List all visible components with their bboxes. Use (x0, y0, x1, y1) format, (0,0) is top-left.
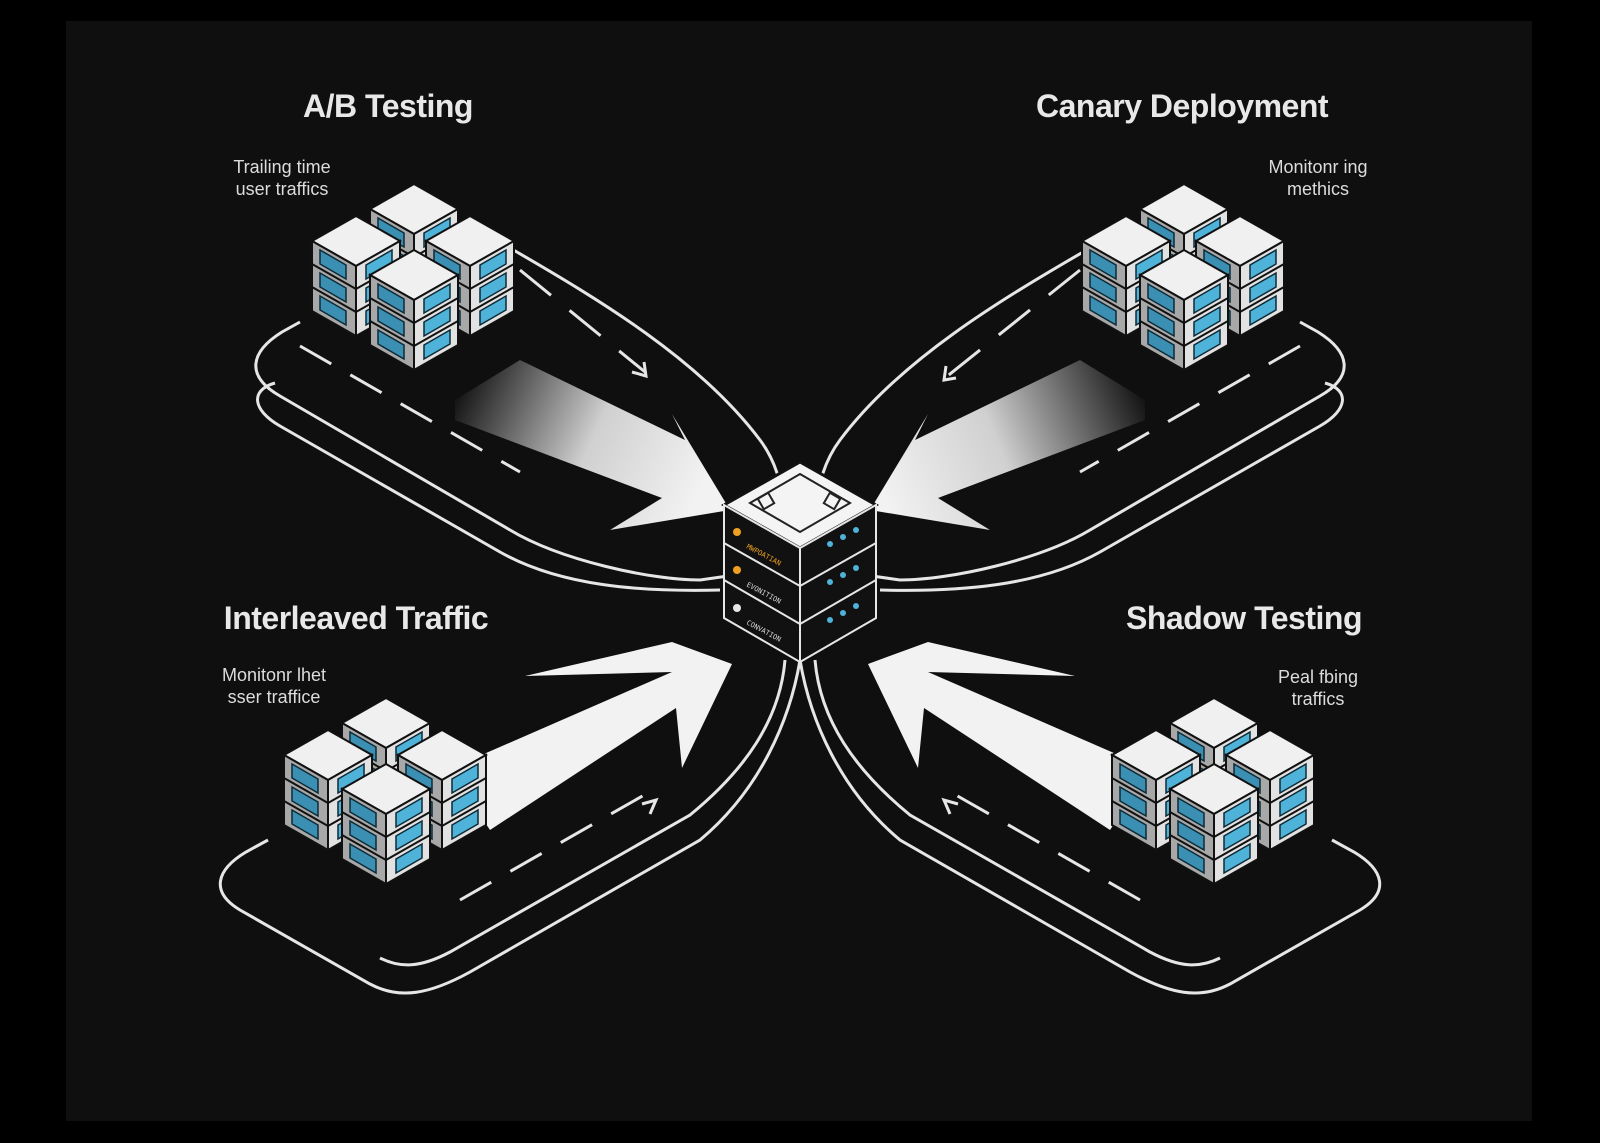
interleaved-subtitle: Monitonr lhet sser traffice (222, 664, 326, 708)
central-server: MWPOATIAN EVONITION CONVATION (720, 460, 880, 664)
canary-title: Canary Deployment (1035, 88, 1329, 124)
shadow-title: Shadow Testing (1126, 600, 1362, 636)
shadow-subtitle: Peal fbing traffics (1278, 666, 1358, 710)
canary-track-outer (879, 381, 1344, 592)
shadow-subtitle-line1: Peal fbing (1277, 667, 1359, 687)
canary-flow-arrowhead (942, 365, 957, 382)
ab-dashed-lane (299, 344, 521, 474)
interleaved-track-outer (379, 659, 787, 967)
canary-subtitle: Monitonr ing methics (1268, 156, 1367, 200)
interleaved-subtitle-line1: Monitonr lhet (221, 665, 327, 685)
canary-group (814, 183, 1346, 592)
canary-traffic-arrow (870, 360, 1145, 530)
interleaved-flow-arrowhead (641, 797, 659, 815)
interleaved-group (219, 642, 802, 995)
canary-dashed-flow (944, 268, 1081, 380)
shadow-traffic-arrow (868, 642, 1130, 830)
interleaved-dashed-lane (459, 784, 661, 902)
ab-flow-arrowhead (631, 361, 648, 379)
ab-testing-subtitle: Trailing time user traffics (233, 156, 330, 200)
ab-testing-subtitle-line1: Trailing time (233, 157, 331, 177)
interleaved-track-outline (219, 659, 802, 995)
canary-subtitle-line1: Monitonr ing (1268, 157, 1368, 177)
status-light-3 (733, 604, 741, 612)
ab-dashed-flow (519, 268, 646, 374)
shadow-track-outline (798, 659, 1381, 995)
shadow-flow-arrowhead (941, 797, 959, 815)
canary-dashed-lane (1079, 344, 1301, 474)
ab-track-outer (256, 381, 721, 592)
ab-traffic-arrow (455, 360, 730, 530)
status-light-2 (733, 566, 741, 574)
interleaved-traffic-arrow (470, 642, 732, 830)
ab-testing-title: A/B Testing (303, 88, 473, 124)
shadow-server-cluster (1111, 697, 1315, 885)
canary-subtitle-line2: methics (1286, 179, 1349, 199)
ab-testing-subtitle-line2: user traffics (235, 179, 329, 199)
interleaved-server-cluster (283, 697, 487, 885)
shadow-subtitle-line2: traffics (1291, 689, 1345, 709)
shadow-group (798, 642, 1381, 995)
shadow-dashed-lane (939, 784, 1141, 902)
interleaved-subtitle-line2: sser traffice (227, 687, 321, 707)
shadow-track-outer (813, 659, 1221, 967)
status-light-1 (733, 528, 741, 536)
ab-server-cluster (311, 183, 515, 371)
canary-server-cluster (1081, 183, 1285, 371)
ab-testing-group (254, 183, 786, 592)
interleaved-title: Interleaved Traffic (223, 600, 489, 636)
